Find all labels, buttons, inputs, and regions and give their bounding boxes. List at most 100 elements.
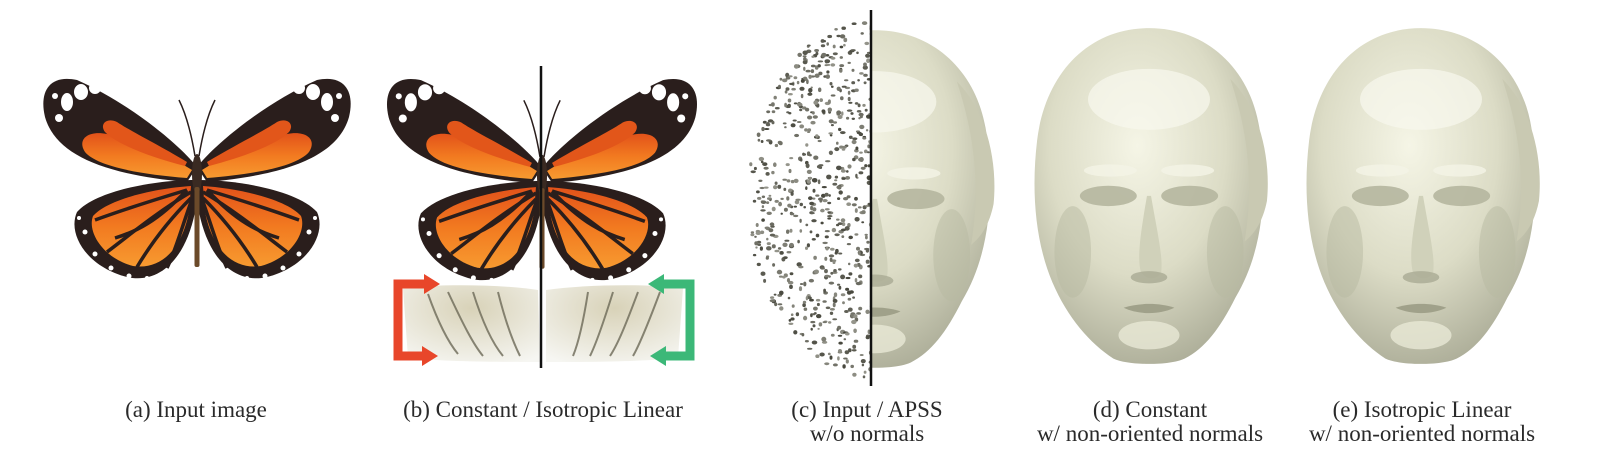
point — [832, 363, 838, 367]
point — [841, 85, 847, 88]
point — [851, 81, 856, 85]
point — [827, 34, 833, 39]
point — [772, 263, 776, 267]
point — [821, 186, 827, 189]
point — [760, 271, 766, 276]
point — [842, 301, 845, 305]
point — [826, 70, 830, 74]
point — [821, 52, 827, 58]
point — [821, 193, 826, 198]
point — [846, 116, 850, 120]
point — [836, 110, 842, 116]
point — [847, 307, 853, 312]
point — [837, 197, 841, 201]
point — [865, 53, 870, 58]
point — [838, 341, 843, 345]
point — [811, 340, 818, 345]
point — [864, 41, 870, 46]
point — [806, 169, 812, 174]
point — [756, 262, 761, 267]
point — [755, 223, 759, 227]
point — [829, 355, 833, 360]
point — [758, 179, 763, 182]
point — [854, 217, 860, 222]
point — [834, 233, 840, 237]
point — [793, 178, 799, 183]
point — [760, 230, 765, 235]
point — [822, 321, 827, 324]
point — [764, 226, 770, 230]
point — [845, 176, 851, 180]
point — [846, 290, 852, 295]
point — [853, 263, 859, 268]
point — [843, 338, 847, 341]
point — [777, 184, 782, 189]
point — [778, 275, 784, 278]
point — [778, 84, 781, 89]
point — [847, 90, 851, 95]
point — [793, 102, 798, 105]
point — [822, 199, 828, 203]
point — [755, 231, 761, 235]
point — [813, 306, 818, 311]
point — [841, 235, 845, 239]
point — [854, 208, 858, 213]
point — [837, 349, 843, 354]
point — [807, 115, 813, 120]
point — [779, 290, 784, 296]
point — [845, 359, 849, 364]
point — [795, 198, 801, 201]
point — [760, 209, 766, 212]
point — [815, 298, 821, 302]
point — [799, 283, 804, 285]
point — [858, 157, 864, 162]
point — [798, 265, 804, 269]
point — [847, 61, 851, 64]
panel-a-input-image — [36, 62, 358, 292]
point — [859, 151, 863, 154]
point — [847, 96, 851, 102]
point — [766, 201, 770, 205]
point — [807, 128, 812, 132]
point — [857, 103, 861, 108]
point — [754, 235, 757, 238]
point — [761, 195, 766, 199]
point — [844, 79, 849, 82]
point — [757, 243, 762, 246]
point — [860, 32, 864, 35]
point — [841, 26, 846, 30]
point — [862, 65, 868, 70]
point — [861, 21, 868, 25]
point — [836, 165, 842, 171]
point — [788, 75, 793, 78]
point — [769, 233, 776, 237]
point — [806, 151, 811, 156]
point — [763, 278, 767, 283]
point — [830, 63, 836, 67]
point — [774, 249, 780, 253]
point — [843, 197, 849, 201]
point — [782, 242, 788, 247]
point — [838, 190, 843, 195]
point — [814, 49, 819, 52]
point — [805, 186, 808, 191]
point — [834, 147, 840, 152]
point — [839, 34, 846, 39]
point — [838, 268, 842, 271]
point — [859, 114, 863, 119]
point — [850, 364, 854, 369]
point — [827, 352, 831, 356]
point — [827, 99, 831, 104]
point — [863, 73, 868, 77]
caption-b: (b) Constant / Isotropic Linear — [370, 398, 716, 422]
point — [804, 128, 808, 132]
point — [835, 248, 839, 254]
point — [769, 299, 776, 303]
point — [805, 143, 809, 147]
caption-b-line1: (b) Constant / Isotropic Linear — [403, 397, 683, 422]
point — [799, 229, 803, 233]
point — [831, 227, 837, 233]
point — [770, 296, 775, 299]
point — [837, 334, 843, 337]
point — [750, 231, 755, 234]
